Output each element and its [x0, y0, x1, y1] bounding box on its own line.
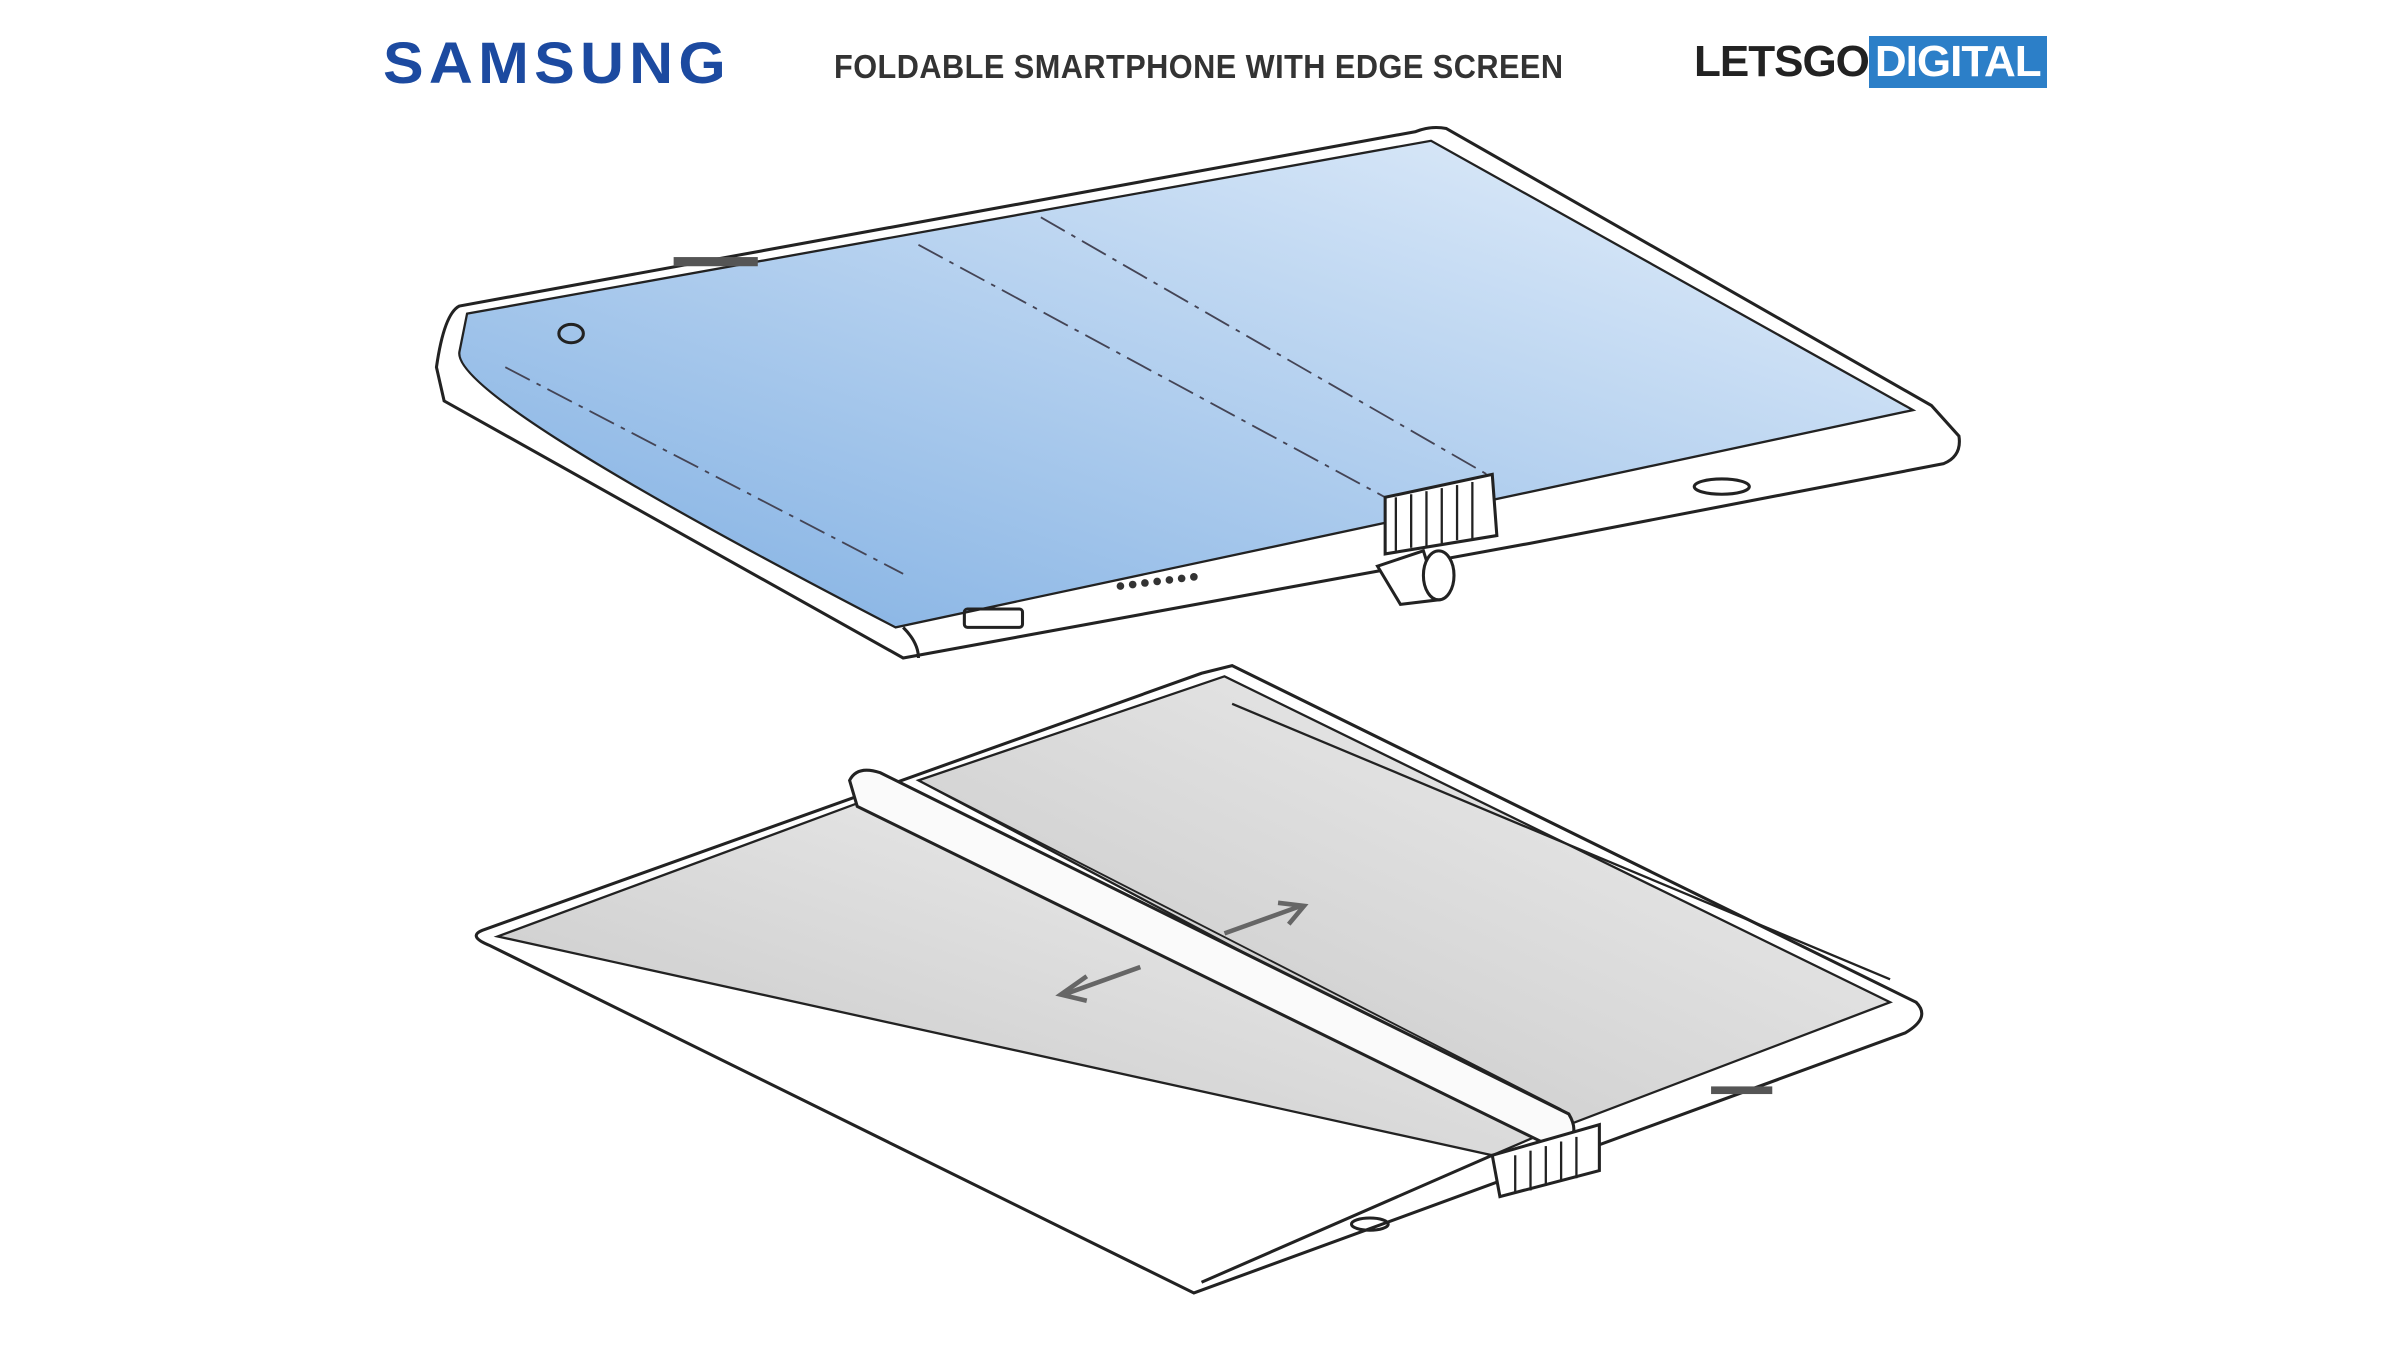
side-port	[1692, 477, 1751, 496]
usb-port	[962, 607, 1025, 629]
samsung-logo: SAMSUNG	[383, 31, 732, 96]
speaker-grille	[673, 257, 758, 267]
usb-port	[1349, 1216, 1390, 1232]
slide-arrows	[1055, 900, 1309, 1003]
front-camera-icon	[557, 322, 585, 345]
unfolded-phone-top	[434, 125, 1961, 660]
fold-line	[918, 244, 1386, 499]
edge-screen	[458, 139, 1917, 629]
arrow-right-icon	[1223, 903, 1302, 936]
letsgodigital-logo: LETSGO DIGITAL	[1694, 36, 2047, 88]
fold-line	[1040, 216, 1493, 479]
speaker-grille	[1711, 1086, 1773, 1095]
logo-part-digital: DIGITAL	[1868, 36, 2047, 88]
stylus-cap	[1421, 549, 1456, 602]
folded-phone-bottom	[474, 663, 1924, 1295]
page-title: FOLDABLE SMARTPHONE WITH EDGE SCREEN	[834, 48, 1564, 85]
logo-part-letsgo: LETSGO	[1694, 37, 1870, 86]
contact-pins	[1116, 573, 1198, 590]
fold-line	[504, 366, 904, 575]
arrow-left-icon	[1063, 964, 1142, 997]
